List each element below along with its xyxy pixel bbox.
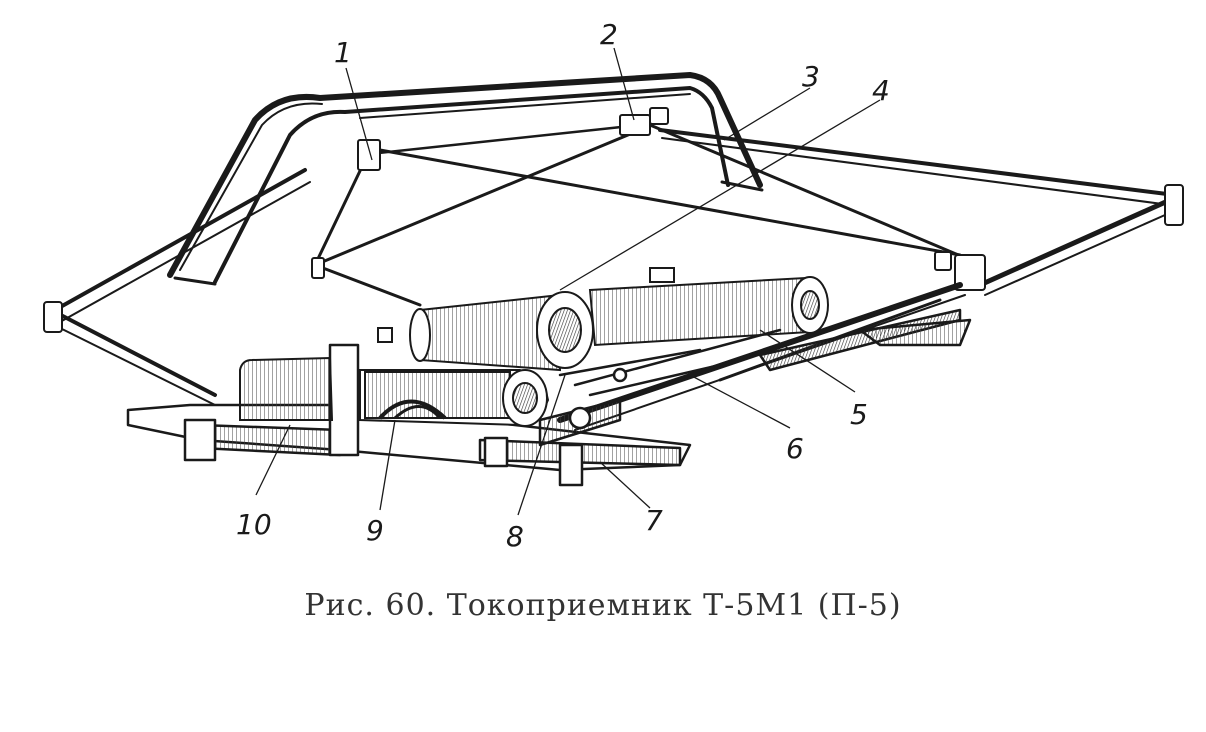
callout-9: 9 bbox=[366, 514, 384, 547]
joint-brackets bbox=[43, 107, 1184, 333]
caption-model: (П-5) bbox=[817, 588, 902, 623]
callout-10: 10 bbox=[236, 508, 272, 541]
caption-prefix: Рис. 60. bbox=[304, 588, 437, 623]
spring-cylinders bbox=[239, 267, 829, 427]
callout-labels: 1 2 3 4 5 6 7 8 9 10 bbox=[236, 18, 890, 553]
contact-shoe bbox=[167, 72, 764, 286]
callout-5: 5 bbox=[850, 398, 868, 431]
linkage bbox=[558, 328, 782, 430]
base-frame bbox=[126, 308, 972, 487]
callout-8: 8 bbox=[506, 520, 524, 553]
callout-2: 2 bbox=[600, 18, 618, 51]
callout-7: 7 bbox=[645, 504, 663, 537]
upper-frame bbox=[53, 123, 1177, 406]
callout-3: 3 bbox=[802, 60, 820, 93]
callout-6: 6 bbox=[786, 432, 804, 465]
figure-caption: Рис. 60. Токоприемник Т-5М1 (П-5) bbox=[0, 588, 1206, 623]
caption-title: Токоприемник Т-5М1 bbox=[446, 588, 808, 623]
leader-lines bbox=[255, 47, 881, 516]
callout-4: 4 bbox=[872, 74, 890, 107]
callout-1: 1 bbox=[334, 36, 352, 69]
